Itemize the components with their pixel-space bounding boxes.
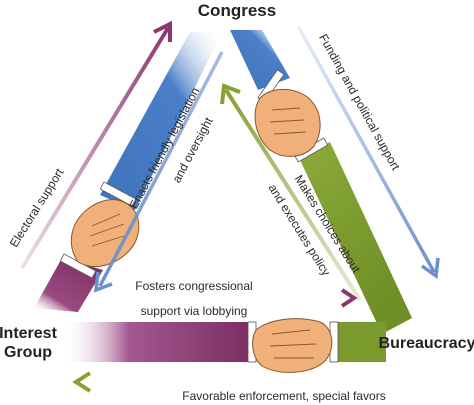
congress-arm-right (230, 30, 290, 90)
label-favorable-enforcement: Favorable enforcement, special favors (182, 389, 385, 403)
bureaucracy-arm-bottom (338, 322, 386, 362)
node-interest-group-line1: Interest (0, 325, 58, 342)
handshake-bottom-icon (247, 318, 339, 373)
node-bureaucracy: Bureaucracy (379, 335, 474, 352)
congress-arm-left (100, 32, 222, 210)
interest-arm-bottom (62, 322, 252, 362)
bureaucracy-arm-up (300, 142, 412, 334)
label-fosters-line1: Fosters congressional (135, 279, 252, 293)
node-interest-group-line2: Group (4, 344, 52, 361)
arrow-favorable-enforcement (72, 371, 430, 393)
handshake-right-icon (254, 69, 329, 163)
arrow-enacts-legislation (93, 51, 224, 293)
label-fosters-line2: support via lobbying (141, 304, 248, 318)
arrow-fosters-support (150, 288, 358, 308)
arrow-makes-choices (220, 83, 362, 302)
arrow-electoral-support (20, 20, 172, 270)
arrow-funding-support (296, 25, 440, 280)
node-congress: Congress (198, 1, 276, 20)
handshake-left-icon (59, 181, 140, 279)
